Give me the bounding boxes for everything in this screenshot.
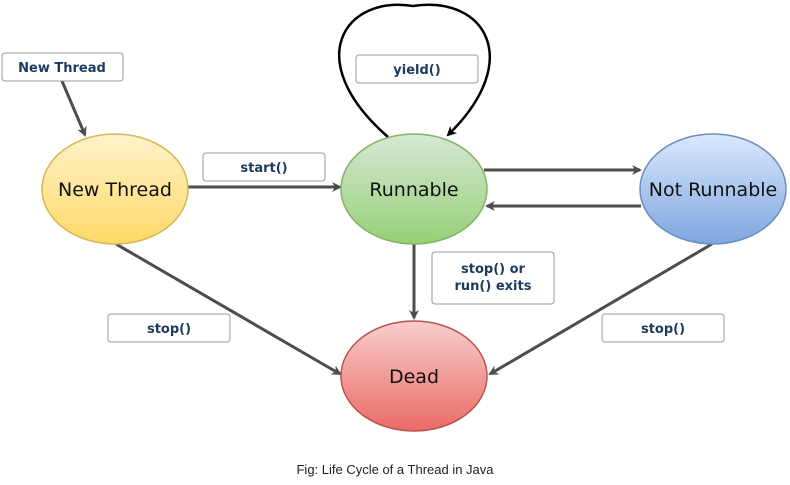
label-run-exits-text: run() exits [455,279,532,294]
state-dead-label: Dead [389,366,439,388]
state-new-thread: New Thread [41,133,189,245]
state-runnable-label: Runnable [369,179,458,201]
label-stop-or-run-exits: stop() or run() exits [431,251,555,305]
state-not-runnable-label: Not Runnable [649,179,777,201]
label-start-text: start() [240,161,287,176]
figure-caption: Fig: Life Cycle of a Thread in Java [296,462,494,477]
label-stop-from-new-thread: stop() [107,313,231,343]
label-yield-text: yield() [393,63,440,78]
label-entry-new-thread: New Thread [1,52,124,82]
label-stop-from-not-runnable-text: stop() [641,322,685,337]
label-entry-new-thread-text: New Thread [18,61,106,76]
new-thread-to-dead-arrow [115,242,342,376]
label-yield: yield() [355,54,479,84]
label-start: start() [202,152,326,182]
state-not-runnable: Not Runnable [639,133,787,245]
label-stop-from-new-thread-text: stop() [147,322,191,337]
thread-lifecycle-diagram: New Thread Runnable Not Runnable Dead Ne… [1,3,787,432]
state-dead: Dead [340,320,488,432]
state-runnable: Runnable [340,133,488,245]
yield-self-loop-arrow [338,3,491,138]
label-stop-or-text: stop() or [461,262,526,277]
entry-arrow [60,80,87,137]
state-new-thread-label: New Thread [58,179,172,201]
not-runnable-to-dead-arrow [488,242,713,376]
label-stop-from-not-runnable: stop() [601,313,725,343]
